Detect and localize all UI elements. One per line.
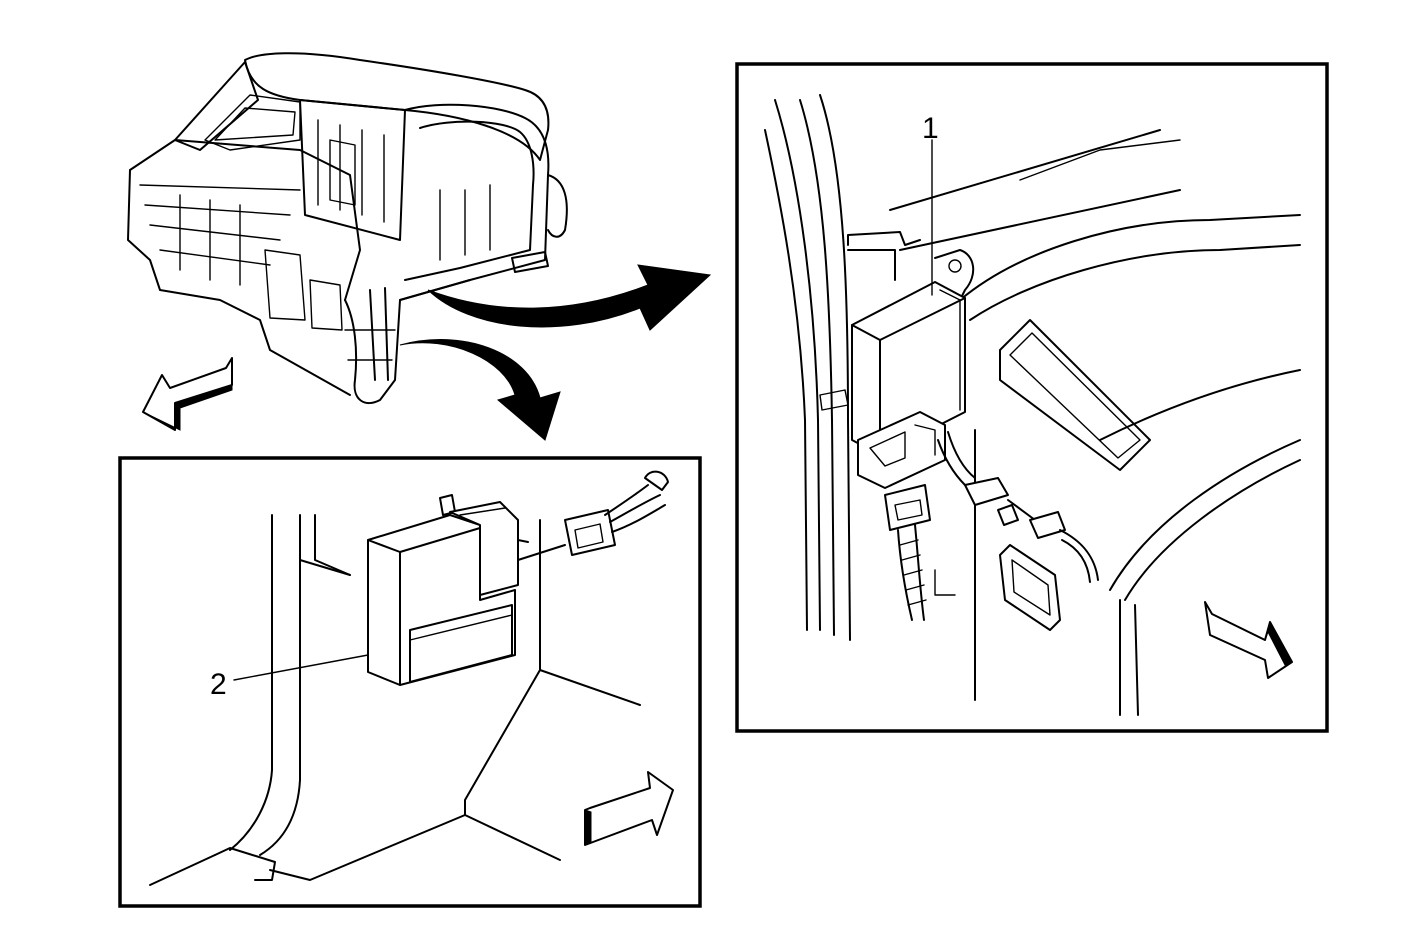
callout-arrow-to-inset-1: [427, 264, 712, 331]
inset-detail-1: 1: [735, 62, 1329, 733]
callout-arrow-to-inset-2: [399, 339, 561, 441]
front-direction-arrow: [142, 357, 233, 431]
inset-detail-2: 2: [118, 456, 702, 908]
inset-1-direction-arrow: [1204, 601, 1293, 679]
vehicle-cab-overview: [127, 52, 568, 405]
callout-label-1: 1: [922, 112, 939, 145]
callout-label-2: 2: [210, 668, 227, 701]
inset-2-direction-arrow: [584, 771, 674, 846]
